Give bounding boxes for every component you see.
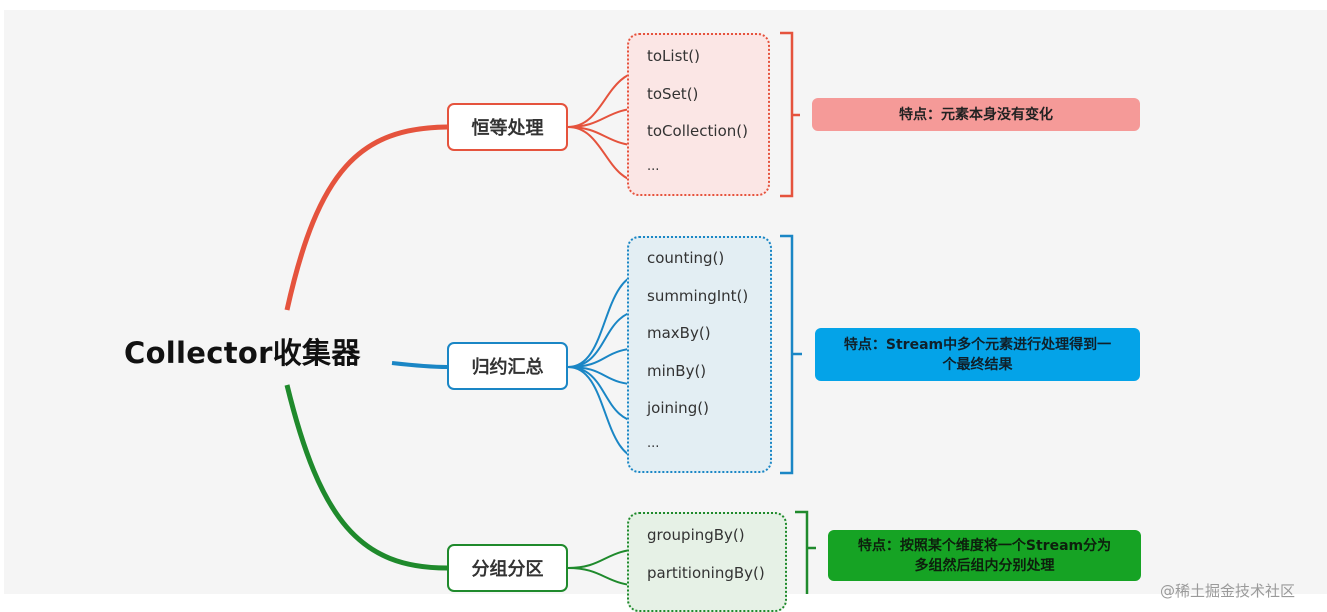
reduction-methods-group bbox=[627, 236, 772, 473]
green-bracket bbox=[795, 510, 816, 594]
red-bracket bbox=[780, 31, 800, 198]
root-node-title: Collector收集器 bbox=[124, 336, 361, 370]
branch-grouping-node: 分组分区 bbox=[447, 544, 568, 592]
watermark: @稀土掘金技术社区 bbox=[1160, 582, 1296, 600]
method-minby: minBy() bbox=[647, 362, 707, 380]
identity-methods-group bbox=[627, 33, 770, 196]
method-summingint: summingInt() bbox=[647, 287, 749, 305]
method-tolist: toList() bbox=[647, 47, 700, 65]
grouping-feature-line1: 特点：按照某个维度将一个Stream分为 bbox=[857, 537, 1112, 554]
reduction-feature-line2: 个最终结果 bbox=[942, 356, 1013, 373]
method-ellipsis: ... bbox=[647, 436, 660, 451]
method-partitioningby: partitioningBy() bbox=[647, 564, 765, 582]
branch-identity-node: 恒等处理 bbox=[447, 103, 568, 151]
method-ellipsis: ... bbox=[647, 159, 660, 174]
identity-feature-text: 特点：元素本身没有变化 bbox=[899, 106, 1053, 123]
method-counting: counting() bbox=[647, 249, 725, 267]
method-groupingby: groupingBy() bbox=[647, 526, 745, 544]
root-to-blue-branch bbox=[391, 361, 448, 369]
reduction-feature-note: 特点：Stream中多个元素进行处理得到一 个最终结果 bbox=[815, 328, 1140, 381]
root-to-green-branch bbox=[284, 384, 448, 571]
branch-reduction-node: 归约汇总 bbox=[447, 342, 568, 390]
root-to-red-branch bbox=[284, 124, 448, 311]
method-joining: joining() bbox=[647, 399, 709, 417]
blue-bracket bbox=[780, 234, 802, 475]
method-maxby: maxBy() bbox=[647, 324, 711, 342]
grouping-feature-note: 特点：按照某个维度将一个Stream分为 多组然后组内分别处理 bbox=[828, 530, 1141, 581]
reduction-feature-line1: 特点：Stream中多个元素进行处理得到一 bbox=[843, 336, 1112, 353]
grouping-feature-line2: 多组然后组内分别处理 bbox=[914, 557, 1055, 574]
method-toset: toSet() bbox=[647, 85, 699, 103]
identity-feature-note: 特点：元素本身没有变化 bbox=[812, 98, 1140, 131]
method-tocollection: toCollection() bbox=[647, 122, 748, 140]
